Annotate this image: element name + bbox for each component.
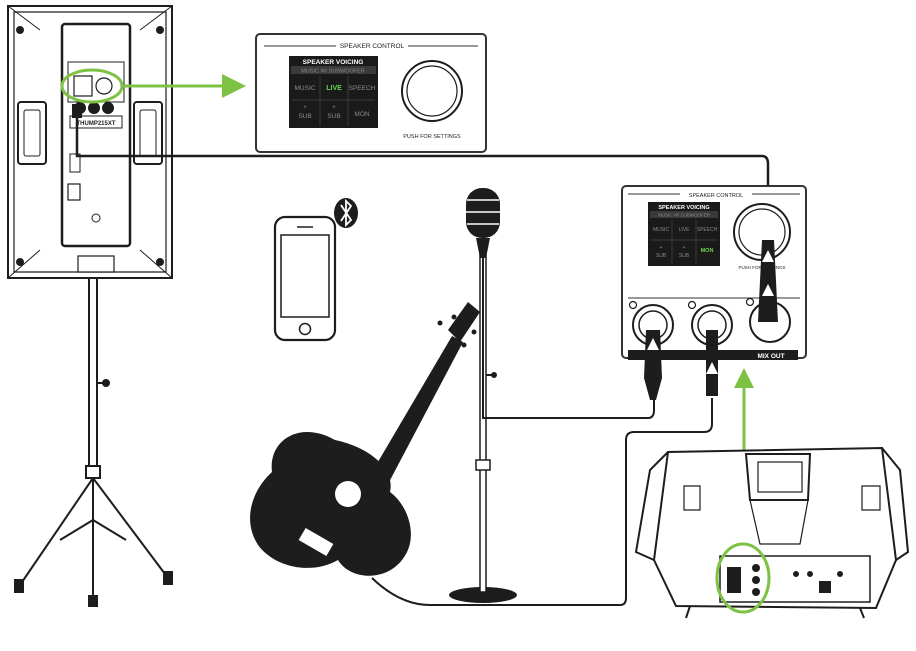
rear-mode-music: MUSIC bbox=[653, 227, 670, 233]
rear-mode-speech: SPEECH bbox=[697, 227, 718, 233]
rear-screen-subtitle: MUSIC W/ SUBWOOFER bbox=[658, 213, 711, 218]
zoom-mode-live-sub: SUB bbox=[327, 113, 340, 120]
acoustic-guitar-icon bbox=[250, 302, 480, 576]
zoom-mode-music-sub: SUB bbox=[298, 113, 311, 120]
zoom-mode-mon: MON bbox=[354, 111, 369, 118]
input-2-combo-jack bbox=[687, 300, 733, 346]
rear-mode-live: LIVE bbox=[679, 227, 691, 233]
speaker-brand-label: THUMP215XT bbox=[76, 121, 115, 127]
mix-out-label: MIX OUT bbox=[757, 353, 784, 360]
smartphone-icon bbox=[273, 215, 337, 342]
svg-text:+: + bbox=[660, 245, 663, 251]
speaker-cabinet bbox=[7, 5, 173, 279]
svg-text:+: + bbox=[332, 105, 336, 111]
zoom-mode-music: MUSIC bbox=[295, 85, 316, 92]
arrow-right-icon bbox=[123, 74, 246, 98]
zoom-knob-label: PUSH FOR SETTINGS bbox=[403, 134, 461, 140]
guitar-quarter-inch-plug bbox=[706, 330, 718, 396]
zoom-screen-subtitle: MUSIC W/ SUBWOOFER bbox=[301, 69, 365, 75]
rear-panel-header: SPEAKER CONTROL bbox=[689, 193, 743, 199]
zoom-screen-title: SPEAKER VOICING bbox=[303, 59, 364, 66]
zoom-control-knob bbox=[401, 60, 463, 122]
rear-plate-highlight bbox=[715, 542, 771, 614]
microphone-icon bbox=[466, 188, 500, 258]
control-panel-highlight bbox=[60, 68, 124, 104]
rear-mode-mon: MON bbox=[701, 248, 714, 254]
svg-text:+: + bbox=[683, 245, 686, 251]
svg-text:+: + bbox=[303, 105, 307, 111]
mic-cable bbox=[482, 258, 655, 419]
mix-out-xlr-plug bbox=[758, 240, 778, 322]
rear-mode-music-sub: SUB bbox=[656, 253, 667, 259]
floor-monitor-speaker bbox=[634, 446, 910, 619]
rear-screen-title: SPEAKER VOICING bbox=[658, 205, 709, 211]
zoom-panel-header: SPEAKER CONTROL bbox=[340, 43, 405, 50]
bluetooth-icon bbox=[334, 198, 358, 228]
tripod-stand bbox=[14, 269, 173, 607]
zoom-mode-speech: SPEECH bbox=[349, 85, 376, 92]
speaker-control-zoom-panel: SPEAKER CONTROL SPEAKER VOICING MUSIC W/… bbox=[255, 33, 487, 153]
mic-xlr-plug bbox=[644, 330, 662, 400]
pole-mounted-speaker: THUMP215XT bbox=[7, 5, 173, 607]
guitar-cable bbox=[371, 398, 713, 606]
rear-mode-live-sub: SUB bbox=[679, 253, 690, 259]
link-cable bbox=[75, 112, 770, 240]
zoom-mode-live: LIVE bbox=[326, 85, 342, 92]
